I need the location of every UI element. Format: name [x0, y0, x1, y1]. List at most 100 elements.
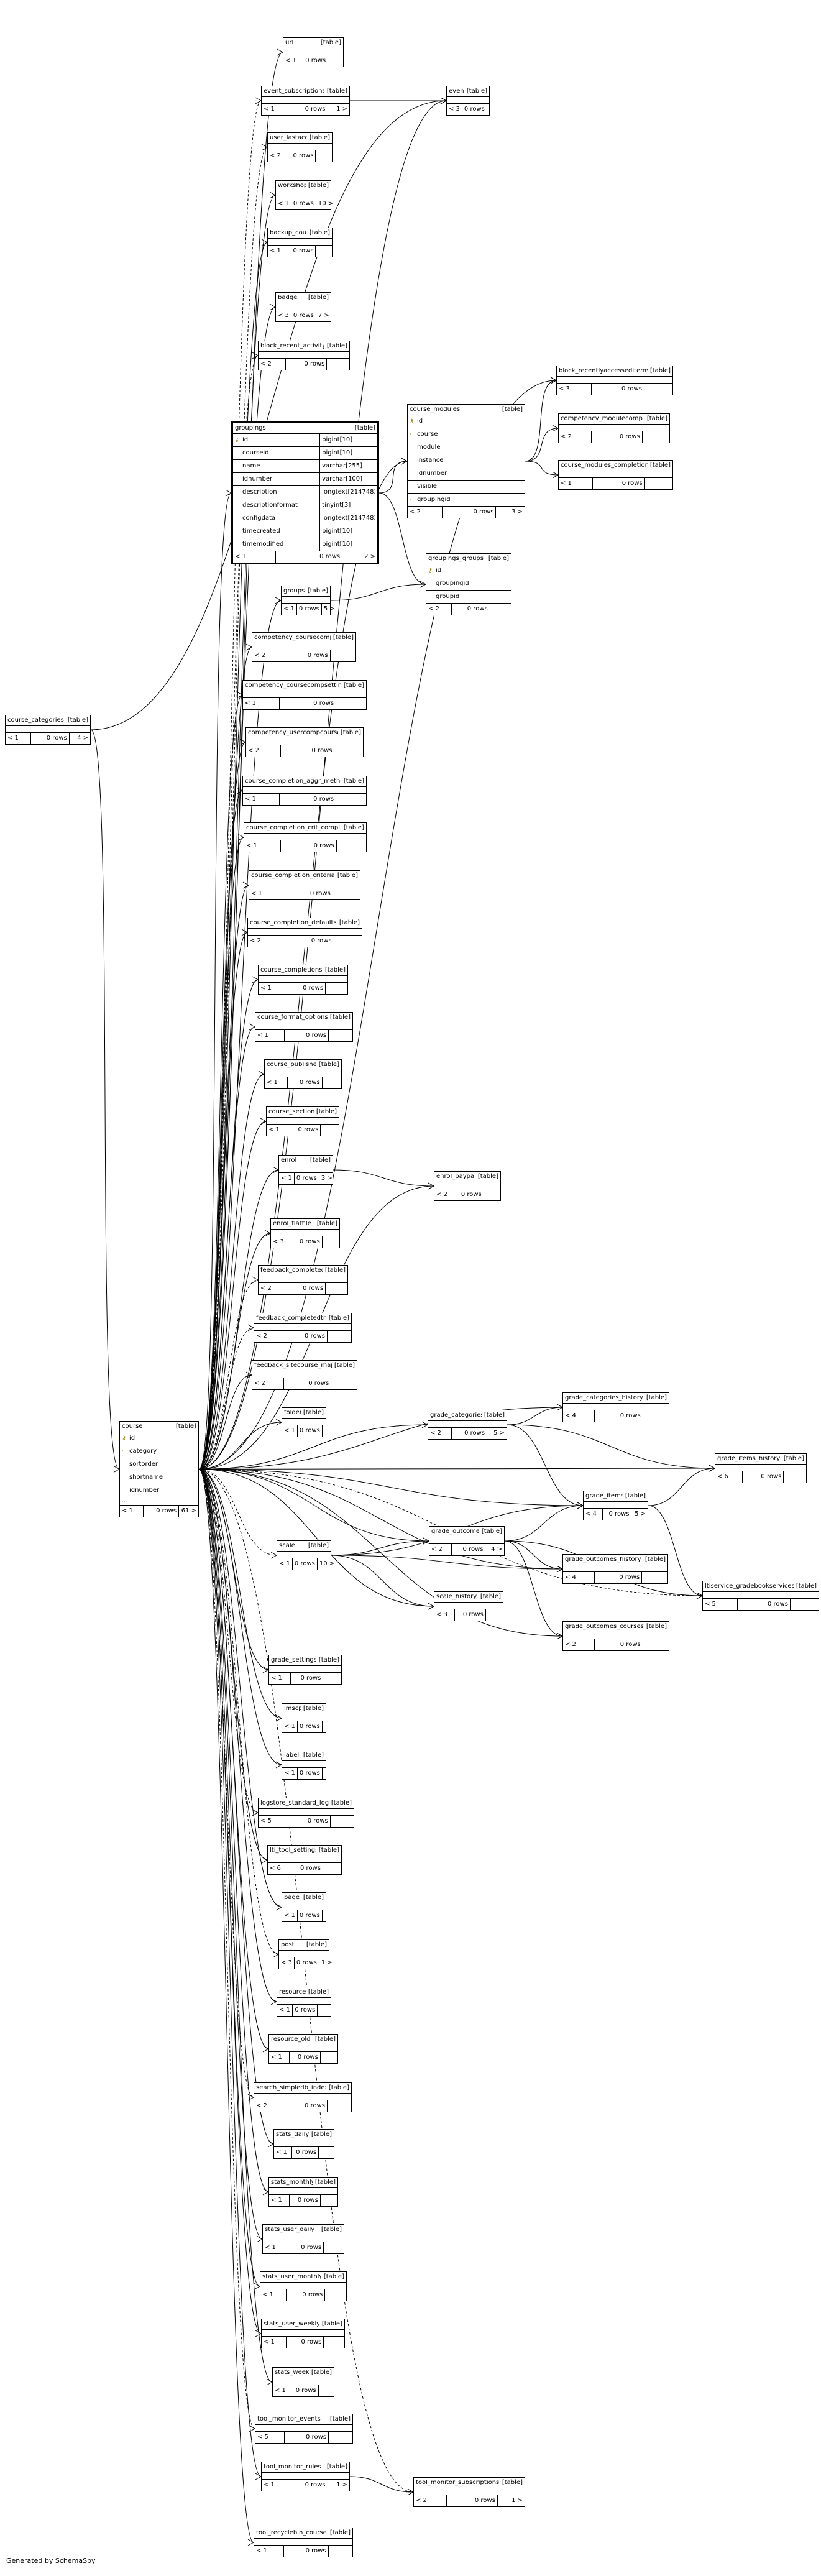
- parent-count[interactable]: < 1: [245, 700, 256, 707]
- table-name[interactable]: tool_monitor_events: [257, 2416, 321, 2422]
- column-name[interactable]: sortorder: [129, 1461, 158, 1468]
- parent-count[interactable]: < 6: [270, 1865, 281, 1872]
- parent-count[interactable]: < 2: [431, 1546, 443, 1553]
- table-name[interactable]: tool_recyclebin_course: [256, 2530, 327, 2536]
- parent-count[interactable]: < 2: [250, 937, 261, 944]
- column-name[interactable]: id: [417, 418, 423, 425]
- table-name[interactable]: competency_coursecompsetting: [245, 683, 341, 689]
- column-name[interactable]: courseid: [242, 450, 269, 456]
- table-name[interactable]: url: [285, 40, 294, 46]
- table-name[interactable]: folder: [284, 1410, 301, 1416]
- table-name[interactable]: resource: [279, 1989, 306, 1995]
- table-name[interactable]: user_lastaccess: [270, 135, 307, 141]
- column-name[interactable]: groupingid: [417, 497, 451, 503]
- table-name[interactable]: course_published: [267, 1062, 316, 1068]
- parent-count[interactable]: < 1: [270, 247, 281, 254]
- child-count[interactable]: 10 >: [319, 1560, 335, 1567]
- child-count[interactable]: 3 >: [511, 508, 523, 515]
- parent-count[interactable]: < 1: [257, 1032, 268, 1039]
- table-name[interactable]: label: [284, 1752, 300, 1759]
- table-name[interactable]: groupings_groups: [428, 556, 484, 562]
- parent-count[interactable]: < 4: [565, 1412, 576, 1419]
- parent-count[interactable]: < 1: [271, 2197, 282, 2204]
- parent-count[interactable]: < 3: [436, 1611, 447, 1618]
- child-count[interactable]: 1 >: [336, 2482, 347, 2488]
- column-name[interactable]: groupid: [436, 594, 460, 600]
- parent-count[interactable]: < 1: [264, 2482, 275, 2488]
- table-name[interactable]: groupings: [235, 425, 266, 431]
- parent-count[interactable]: < 2: [428, 605, 439, 612]
- parent-count[interactable]: < 3: [273, 1238, 284, 1245]
- table-name[interactable]: stats_user_monthly: [262, 2274, 321, 2280]
- parent-count[interactable]: < 6: [717, 1473, 728, 1480]
- parent-count[interactable]: < 1: [276, 2149, 287, 2156]
- parent-count[interactable]: < 3: [281, 1959, 292, 1966]
- table-name[interactable]: course: [122, 1424, 143, 1430]
- table-name[interactable]: grade_items_history: [717, 1456, 781, 1462]
- column-name[interactable]: timecreated: [242, 528, 280, 535]
- parent-count[interactable]: < 1: [279, 2007, 290, 2013]
- table-name[interactable]: grade_settings: [271, 1657, 316, 1663]
- table-name[interactable]: event_subscriptions: [264, 88, 324, 94]
- table-name[interactable]: feedback_completedtmp: [256, 1315, 326, 1322]
- table-name[interactable]: backup_courses: [270, 230, 307, 236]
- column-name[interactable]: idnumber: [417, 471, 447, 477]
- parent-count[interactable]: < 2: [436, 1191, 447, 1198]
- table-stats-weekly[interactable]: stats_weekly[table]< 10 rows: [272, 2367, 334, 2397]
- table-name[interactable]: workshop: [278, 183, 306, 189]
- parent-count[interactable]: < 2: [256, 1333, 267, 1340]
- parent-count[interactable]: < 2: [256, 2102, 267, 2109]
- table-name[interactable]: resource_old: [271, 2036, 311, 2043]
- parent-count[interactable]: < 1: [284, 1427, 295, 1434]
- parent-count[interactable]: < 1: [284, 1770, 295, 1777]
- table-name[interactable]: grade_categories: [430, 1412, 482, 1419]
- column-name[interactable]: id: [242, 437, 249, 443]
- column-name[interactable]: visible: [417, 484, 437, 490]
- column-name[interactable]: course: [417, 431, 438, 438]
- table-name[interactable]: course_completion_aggr_methd: [245, 778, 341, 784]
- table-name[interactable]: ltiservice_gradebookservices: [705, 1583, 794, 1589]
- parent-count[interactable]: < 1: [271, 2054, 282, 2061]
- parent-count[interactable]: < 1: [260, 985, 272, 991]
- column-name[interactable]: idnumber: [242, 476, 273, 482]
- table-name[interactable]: course_modules: [410, 407, 461, 413]
- table-name[interactable]: course_sections: [268, 1109, 314, 1115]
- child-count[interactable]: 3 >: [321, 1175, 333, 1182]
- table-name[interactable]: post: [281, 1942, 295, 1948]
- table-name[interactable]: grade_outcomes_history: [565, 1557, 641, 1563]
- table-name[interactable]: block_recent_activity: [260, 343, 324, 349]
- table-name[interactable]: competency_modulecomp: [561, 416, 643, 422]
- parent-count[interactable]: < 1: [284, 1723, 295, 1730]
- column-name[interactable]: instance: [417, 458, 444, 464]
- table-name[interactable]: grade_outcomes: [431, 1529, 479, 1535]
- child-count[interactable]: 10 >: [318, 200, 334, 207]
- table-name[interactable]: event: [449, 88, 464, 94]
